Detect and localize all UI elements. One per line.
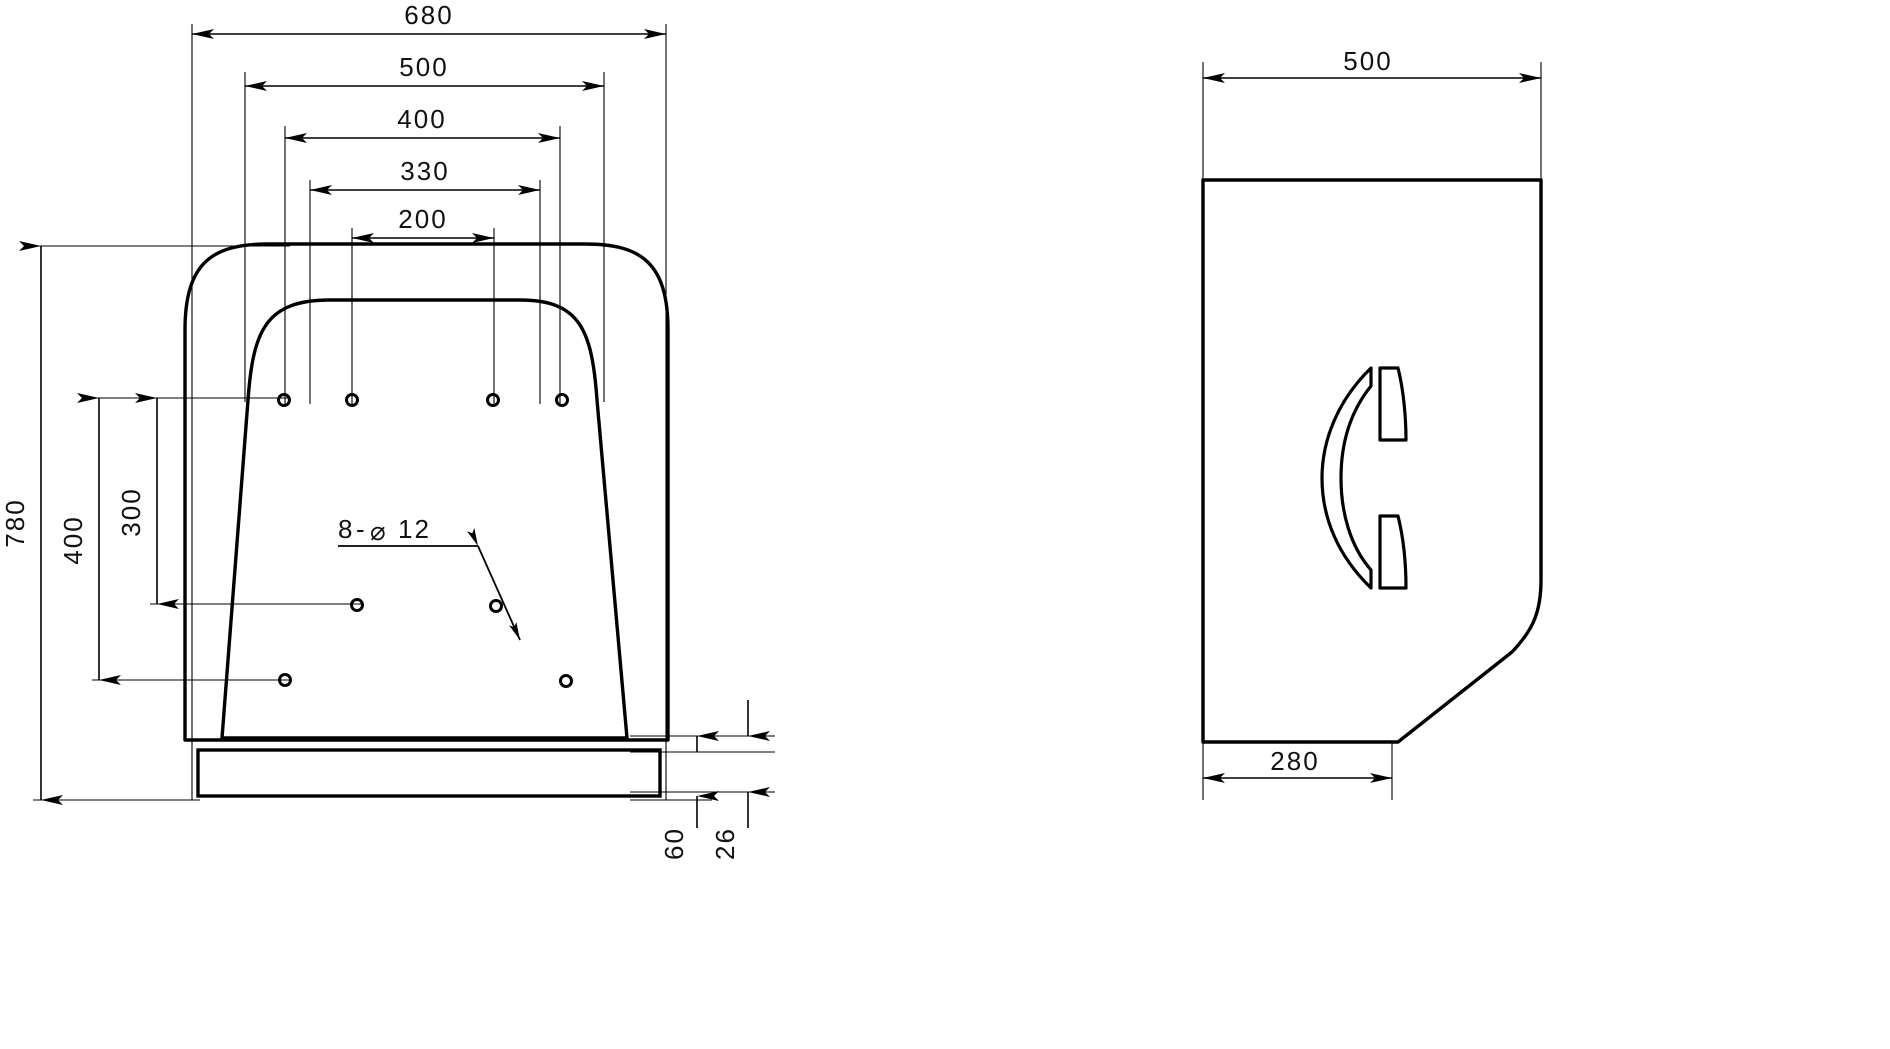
dim-label-330: 330	[400, 156, 449, 186]
hole-count-label: 8	[338, 514, 354, 544]
side-dim-lines	[1203, 73, 1541, 783]
dim-label-60: 60	[659, 827, 689, 860]
dim-label-26: 26	[710, 827, 740, 860]
dim-label-400: 400	[397, 104, 446, 134]
base-plinth	[196, 748, 662, 798]
base-thickness-dims	[696, 700, 770, 828]
front-vertical-dims	[19, 241, 179, 805]
dim-label-680: 680	[404, 0, 453, 30]
mounting-hole	[489, 599, 503, 613]
hole-callout-leader	[338, 527, 521, 641]
hole-diameter-label: 12	[398, 514, 431, 544]
enclosure-outer-outline	[183, 242, 670, 742]
front-extension-lines	[33, 24, 775, 801]
dim-label-780: 780	[0, 498, 30, 547]
dim-label-side-280: 280	[1270, 746, 1319, 776]
hole-separator-label: -	[356, 514, 367, 544]
hole-callout-text: 8 - ⌀ 12	[338, 514, 431, 546]
mounting-hole	[486, 393, 500, 407]
dim-label-300-vertical: 300	[116, 487, 146, 536]
mounting-hole	[278, 673, 292, 687]
front-view-group: 680 500 400 330 200 780 400 300	[0, 0, 775, 860]
side-view-group: 500 280	[1201, 46, 1543, 800]
mounting-hole	[345, 393, 359, 407]
mounting-hole	[555, 393, 569, 407]
front-horizontal-dims	[192, 29, 666, 243]
dim-label-side-500: 500	[1343, 46, 1392, 76]
dim-label-200: 200	[398, 204, 447, 234]
mounting-hole	[350, 598, 364, 612]
side-extension-lines	[1202, 62, 1542, 800]
dim-label-500: 500	[399, 52, 448, 82]
side-body-outline	[1201, 178, 1543, 744]
mounting-hole	[277, 393, 291, 407]
mounting-hole	[559, 674, 573, 688]
diameter-symbol-icon: ⌀	[370, 516, 388, 546]
telephone-handset-icon	[1320, 366, 1408, 590]
dim-label-400-vertical: 400	[58, 515, 88, 564]
enclosure-inner-outline	[220, 298, 629, 740]
